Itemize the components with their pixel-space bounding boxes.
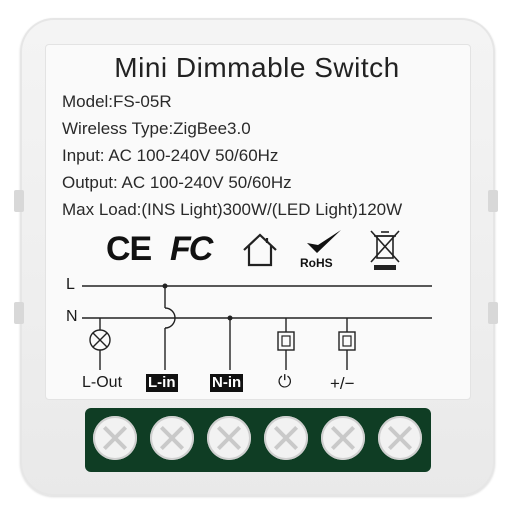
model-line: Model:FS-05R (62, 92, 172, 111)
side-notch-right-top (488, 190, 498, 212)
terminal-screw (378, 416, 422, 460)
rohs-label: RoHS (300, 256, 333, 270)
side-notch-left-bottom (14, 302, 24, 324)
wiring-lines (82, 283, 432, 370)
side-notch-right-bottom (488, 302, 498, 324)
side-notch-left-top (14, 190, 24, 212)
l-out-label: L-Out (82, 374, 123, 391)
ce-mark-icon: CE (106, 230, 152, 268)
weee-bin-icon (370, 230, 400, 270)
input-line: Input: AC 100-240V 50/60Hz (62, 146, 279, 165)
plus-minus-label: +/− (330, 374, 355, 393)
rohs-check-icon (307, 230, 341, 253)
n-in-label: N-in (210, 374, 244, 392)
fc-mark-icon: FC (170, 230, 213, 268)
output-line: Output: AC 100-240V 50/60Hz (62, 173, 292, 192)
max-load-line: Max Load:(INS Light)300W/(LED Light)120W (62, 200, 403, 219)
line-l-label: L (66, 276, 75, 293)
line-n-label: N (66, 308, 78, 325)
terminal-screw (207, 416, 251, 460)
terminal-screw (93, 416, 137, 460)
wireless-type-line: Wireless Type:ZigBee3.0 (62, 119, 251, 138)
screw-terminal-block (85, 408, 431, 472)
rohs-mark: RoHS (298, 228, 348, 274)
l-in-label: L-in (146, 374, 178, 392)
house-icon (243, 233, 277, 267)
terminal-screw (264, 416, 308, 460)
product-title: Mini Dimmable Switch (114, 52, 400, 83)
terminal-screw (321, 416, 365, 460)
label-panel (45, 44, 471, 400)
certification-marks: CE FC RoHS (100, 228, 420, 276)
terminal-screw (150, 416, 194, 460)
power-icon: ⏻ (278, 372, 292, 391)
wiring-diagram: L N L-Out L-in N-in ⏻ +/− (62, 276, 442, 401)
